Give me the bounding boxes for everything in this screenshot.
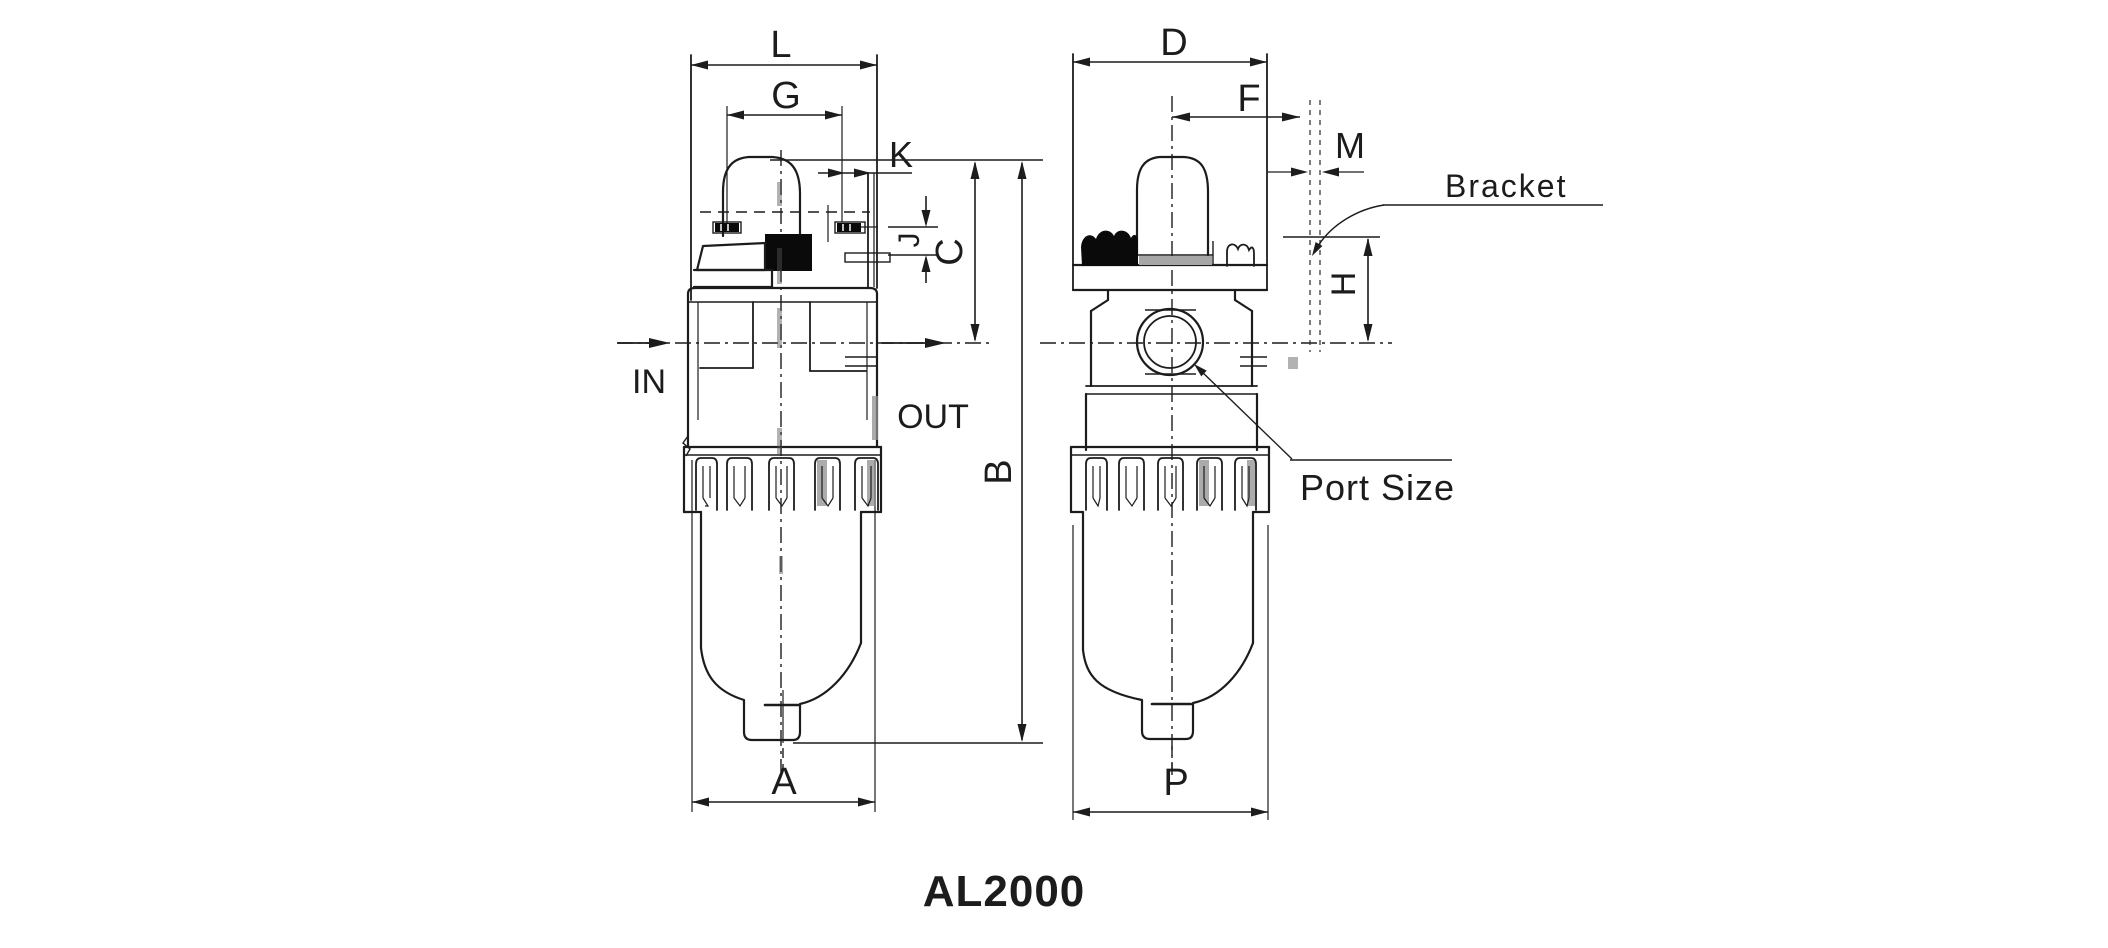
side-dimension-lines — [1072, 53, 1380, 820]
port-circle-inner — [1143, 315, 1197, 369]
side-view: D F M H P Bracket Port Size — [1040, 22, 1603, 820]
front-bowl — [682, 510, 883, 771]
model-label: AL2000 — [923, 867, 1086, 916]
dim-label-J: J — [893, 233, 926, 248]
bracket-leader — [1312, 204, 1603, 256]
scan-artifact — [1288, 357, 1298, 369]
bracket-screw-right — [834, 221, 866, 234]
dim-label-A: A — [771, 761, 797, 803]
port-circle-outer — [1135, 307, 1205, 377]
port-size-label: Port Size — [1300, 467, 1455, 508]
front-body-outline — [682, 155, 891, 514]
front-view: L G K J C B A IN OUT — [617, 24, 1043, 812]
side-bowl — [1069, 510, 1271, 769]
dim-label-K: K — [889, 134, 913, 175]
dim-label-L: L — [770, 24, 791, 66]
dim-label-P: P — [1163, 762, 1188, 804]
side-bowl-guard-ribs — [1085, 457, 1257, 511]
front-bowl-guard-ribs — [695, 457, 879, 511]
port-size-leader — [1194, 364, 1452, 461]
front-dimension-lines — [690, 54, 1043, 812]
side-spring-clip — [1226, 243, 1255, 267]
side-body-outline — [1069, 155, 1271, 514]
dim-label-M: M — [1335, 125, 1365, 166]
dim-label-G: G — [771, 75, 801, 117]
dim-label-F: F — [1237, 78, 1260, 120]
dome-base-band — [1139, 256, 1212, 265]
dim-label-B: B — [978, 459, 1020, 484]
bracket-screw-left — [712, 221, 742, 234]
dim-label-D: D — [1160, 22, 1187, 64]
bracket-label: Bracket — [1445, 168, 1567, 204]
dim-label-H: H — [1325, 272, 1363, 297]
out-label: OUT — [897, 398, 969, 436]
in-label: IN — [632, 363, 666, 401]
in-flow-arrow — [617, 338, 670, 348]
front-dome — [721, 155, 802, 238]
side-dome — [1135, 155, 1210, 257]
scan-artifacts — [777, 182, 783, 574]
front-lock-knob — [765, 234, 812, 271]
side-lock-lever — [1081, 230, 1138, 266]
out-flow-arrow — [881, 338, 946, 348]
dim-label-C: C — [929, 238, 971, 265]
